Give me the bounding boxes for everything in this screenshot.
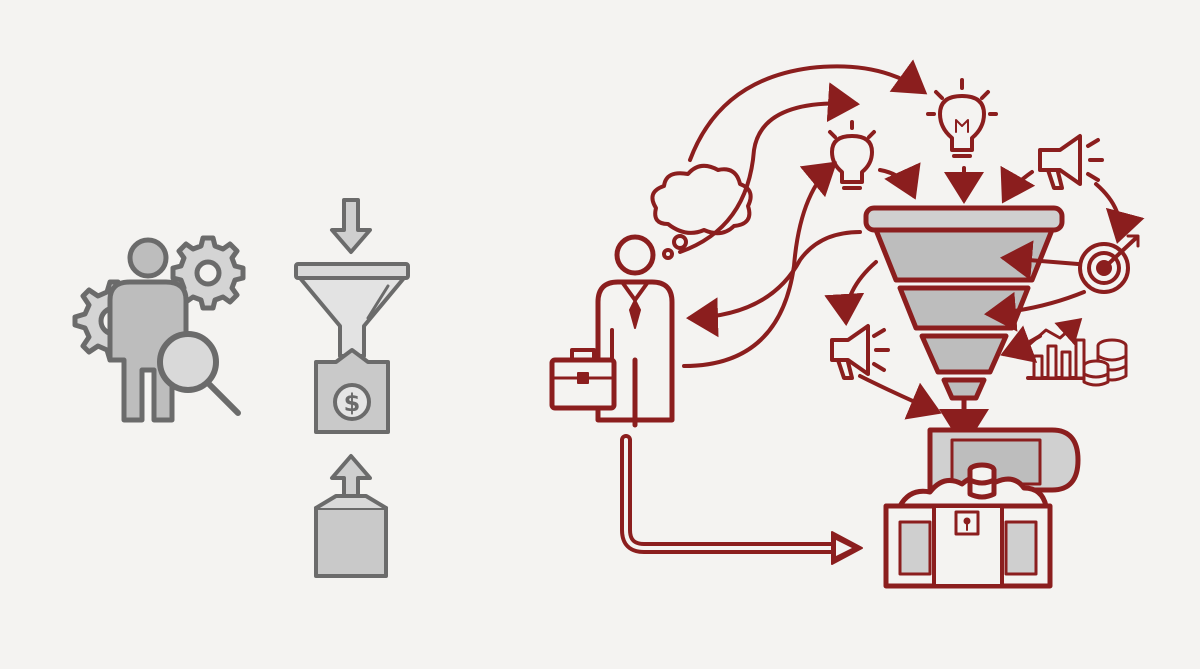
arrow-person-to-chest	[620, 434, 863, 565]
arrow-loop-megaphone-to-target	[1094, 182, 1145, 244]
right-group	[549, 59, 1145, 589]
arrow-person-to-left-bulb	[682, 161, 838, 368]
arrow-thought-to-top-bulb	[688, 59, 928, 162]
coins-icon	[1082, 338, 1128, 387]
lightbulb-icon	[926, 78, 998, 158]
big-funnel-icon	[863, 205, 1065, 449]
arrow-target-to-funnel-lower	[984, 290, 1086, 332]
bar-chart-icon	[1026, 317, 1086, 380]
treasure-chest-icon	[883, 427, 1081, 589]
lightbulb-left-icon	[828, 120, 876, 190]
arrow-funnel-to-megaphone	[824, 260, 878, 326]
arrow-target-to-funnel	[1000, 240, 1080, 281]
flow-arrows	[678, 59, 1145, 420]
person-icon	[107, 237, 189, 423]
small-gear-icon	[170, 235, 246, 311]
funnel-icon	[294, 262, 410, 358]
box-icon	[314, 494, 388, 578]
arrow-person-to-funnel-loop	[678, 82, 860, 254]
left-group: $	[72, 198, 410, 578]
dollar-symbol: $	[344, 389, 361, 417]
arrow-megaphone-to-chest	[858, 374, 942, 420]
megaphone-icon	[1038, 134, 1104, 190]
target-icon	[1078, 234, 1140, 294]
magnifier-icon	[157, 331, 241, 416]
arrow-left-bulb-to-funnel	[878, 162, 921, 200]
dollar-box-icon: $	[314, 348, 390, 434]
arrow-funnel-to-person	[686, 230, 862, 338]
briefcase-icon	[549, 348, 617, 411]
arrow-megaphone-to-funnel	[1000, 165, 1036, 204]
arrow-down-icon	[330, 198, 372, 254]
megaphone-lower-icon	[830, 324, 890, 380]
arrow-chart-to-funnel	[1000, 325, 1042, 363]
thought-bubble-icon	[650, 163, 753, 260]
